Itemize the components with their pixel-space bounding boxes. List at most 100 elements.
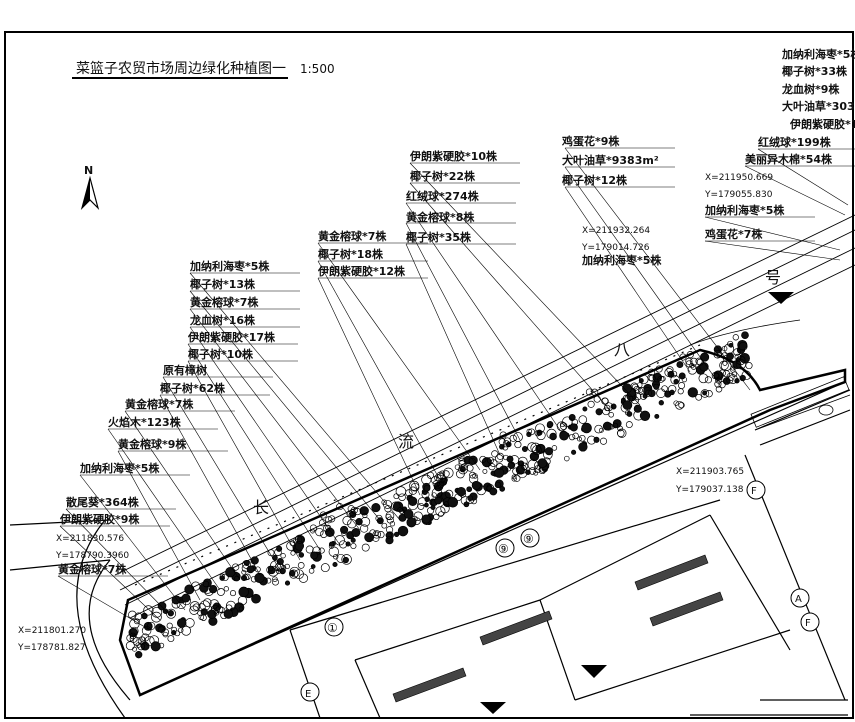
shrub [564,455,570,462]
shrub [578,442,588,452]
shrub [143,605,154,616]
road-name-char-3: 八 [614,340,630,359]
shrub [254,566,261,573]
label-43: Y=178781.827 [17,643,85,653]
shrub [456,469,465,479]
label-45: Y=179037.138 [675,485,744,495]
shrub [364,532,374,543]
shrub [678,372,686,380]
label-37: 散尾葵*364株 [66,495,140,509]
shrub [578,434,586,442]
shrub [738,341,748,351]
shrub [246,565,255,574]
label-24: 伊朗紫硬胶*12株 [317,264,406,278]
shrub [298,552,305,558]
shrub [150,641,161,652]
shrub [622,400,633,410]
shrub [638,378,644,384]
leader-line [65,508,171,616]
shrub [599,437,608,445]
shrub [286,541,296,551]
shrub [391,501,401,511]
label-25: 加纳利海枣*5株 [189,259,270,273]
shrub [726,352,734,361]
label-4: 伊朗紫硬胶*10 [789,117,855,131]
leader-line [409,182,611,411]
shrub [486,456,494,464]
shrub [371,503,381,513]
shrub [421,514,431,524]
leader-line [187,343,321,551]
shrub [360,516,371,527]
shrub [200,614,207,621]
shrub [267,549,275,557]
shrub [633,385,641,394]
shrub [443,467,454,479]
shrub [655,365,663,373]
shrub [176,599,186,609]
shrub [381,522,388,529]
shrub [687,387,698,398]
label-39: X=211830.576 [56,534,124,544]
label-38: 伊朗紫硬胶*9株 [59,512,140,526]
shrub [604,404,611,412]
shrub [648,374,656,382]
shrub [289,566,300,578]
leader-line [409,162,641,406]
shrub [685,360,693,368]
shrub [171,626,177,633]
shrub [438,511,444,517]
shrub [495,454,504,463]
shrub [639,410,651,421]
label-19: 红绒球*274株 [406,189,480,203]
shrub [197,603,206,612]
label-2: 龙血树*9株 [781,82,840,96]
shrub [272,578,279,586]
shrub [374,531,379,537]
leader-lines [57,147,855,631]
shrub [424,496,430,503]
shrub [434,496,443,505]
shrub [341,554,352,565]
label-30: 椰子树*10株 [188,347,254,361]
shrub [556,421,567,432]
shrub [594,424,603,434]
shrub [654,372,662,380]
shrub [467,495,474,502]
shrub [290,550,296,556]
shrub [494,481,501,489]
axis-mark-4: E [305,689,311,700]
shrub [134,612,143,621]
shrub [350,537,356,543]
shrub [726,376,734,384]
shrub [571,449,577,455]
shrub [578,415,588,424]
leader-line [757,148,849,206]
leader-line [189,290,381,521]
label-20: 黄金榕球*8株 [406,210,475,224]
shrub [702,390,708,396]
leader-line [189,308,361,531]
leader-line [59,525,161,621]
shrub [439,470,446,477]
shrub [432,480,440,488]
shrub [265,577,272,584]
label-12: 大叶油草*9383m² [562,153,659,167]
shrub [308,568,315,574]
leader-line [57,575,151,631]
drawing-title: 菜篮子农贸市场周边绿化种植图一 [76,60,286,77]
shrub [167,610,174,617]
shrub [447,497,459,508]
shrub [617,428,627,438]
shrub [130,626,139,636]
shrub [722,370,730,378]
leader-line [117,450,201,601]
shrub [216,588,225,596]
shrub [332,561,338,568]
shrub [559,422,568,430]
road-name-char-2: 流 [398,432,414,451]
shrub [469,471,476,479]
shrub [593,436,600,443]
shrub [521,446,528,452]
